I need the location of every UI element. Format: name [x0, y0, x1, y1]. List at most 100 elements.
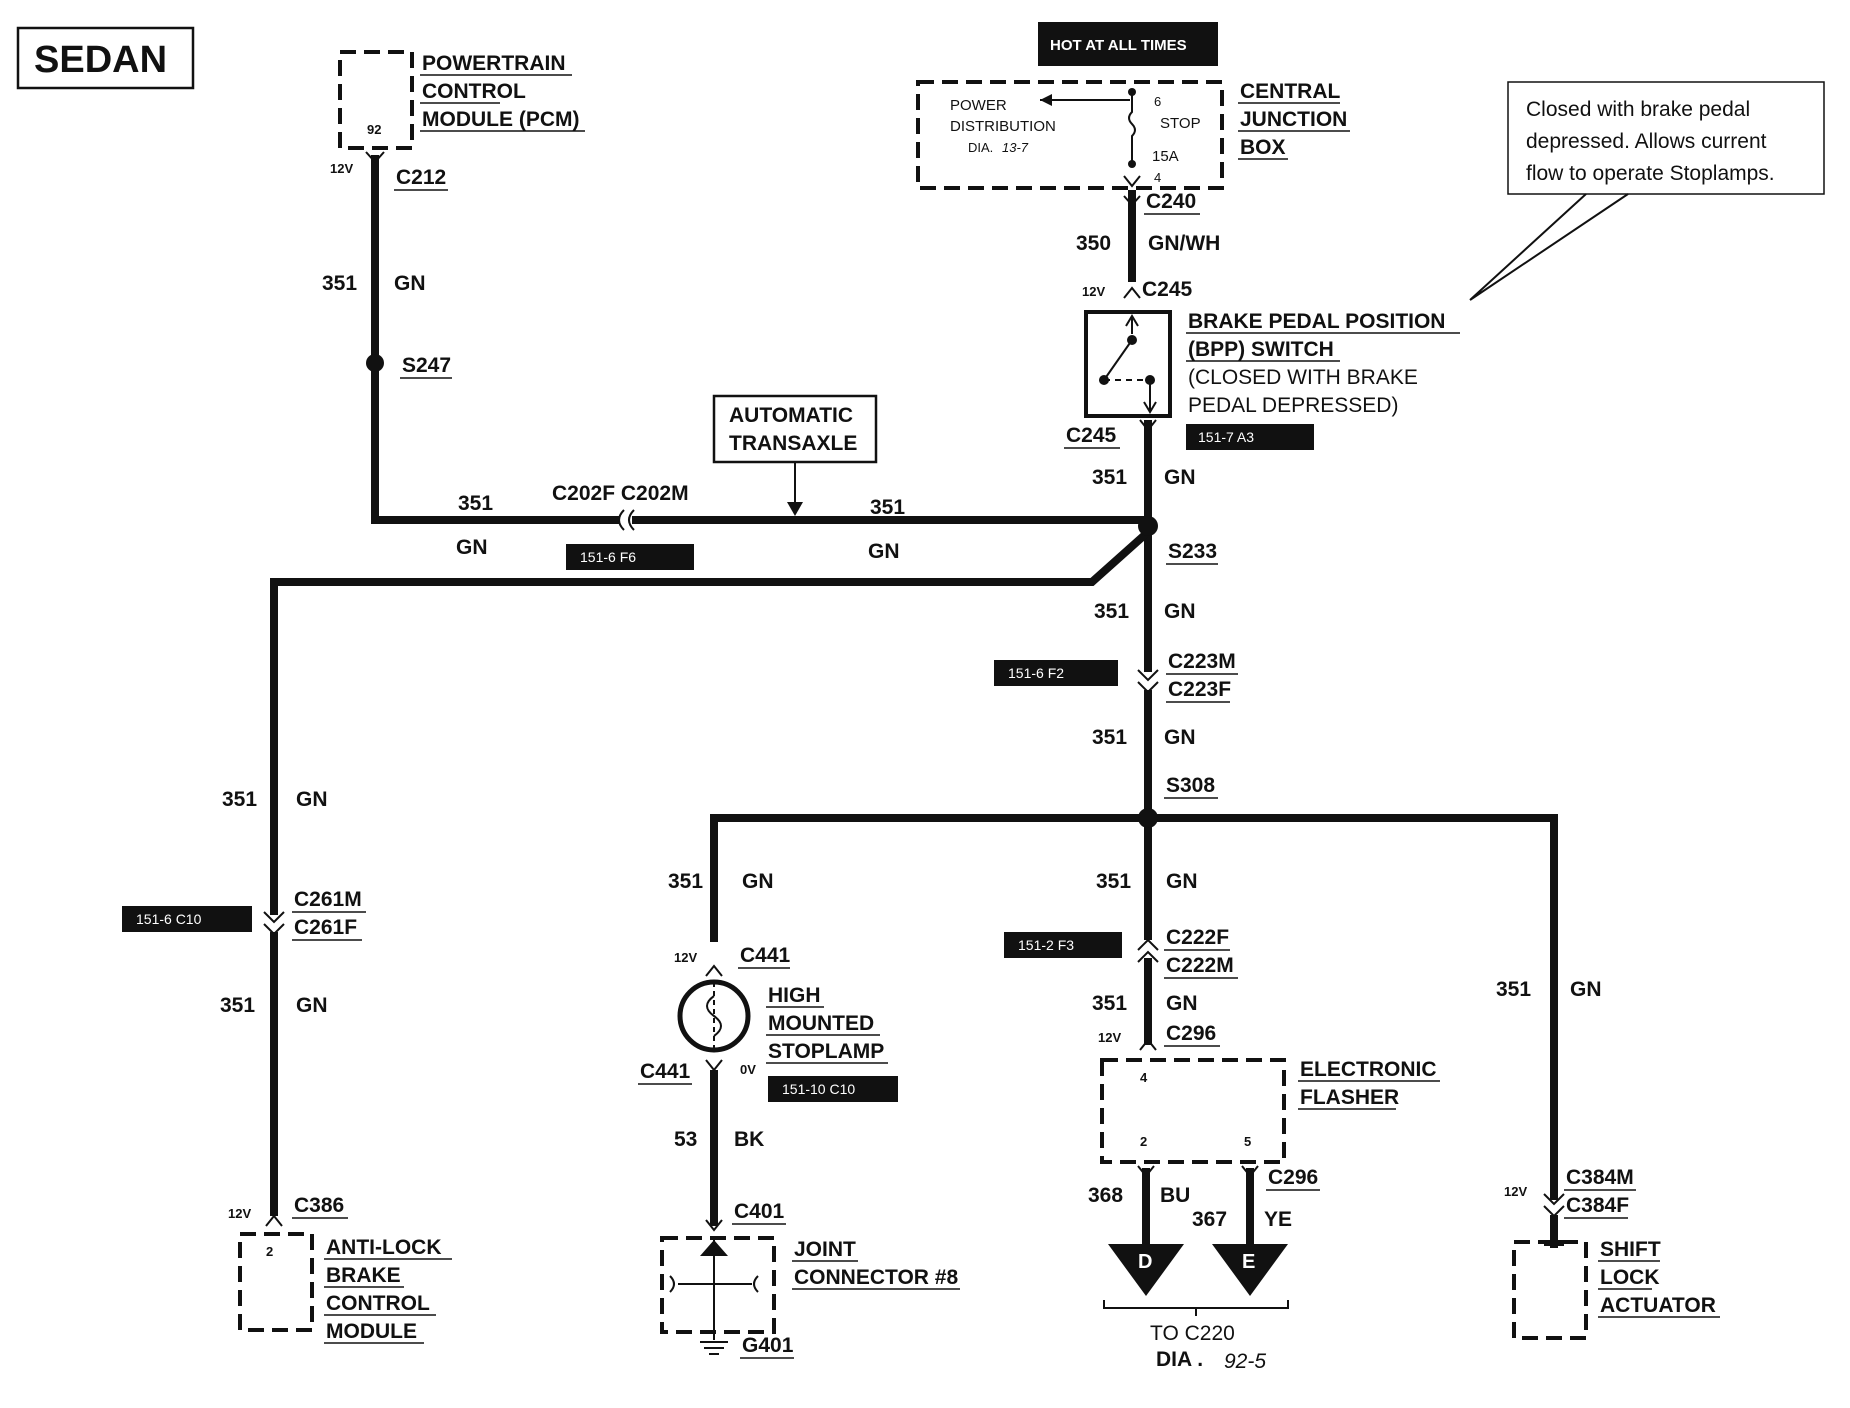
c222-ref: 151-2 F3	[1018, 937, 1074, 953]
pd-label-1: POWER	[950, 97, 1007, 114]
wire-368-color: BU	[1160, 1184, 1190, 1207]
abs-branch: 351 GN C261M C261F 151-6 C10 351 GN 12V …	[122, 788, 366, 1227]
cjb-stop: STOP	[1160, 115, 1201, 132]
pd-label-3: DIA.	[968, 140, 993, 155]
sla-circuit: 351	[1496, 978, 1531, 1001]
c245-top-connector-symbol	[1123, 286, 1141, 299]
auto-transaxle-label-2: TRANSAXLE	[729, 432, 857, 455]
abs-module: 2 ANTI-LOCK BRAKE CONTROL MODULE	[238, 1232, 452, 1344]
sedan-title: SEDAN	[34, 39, 167, 81]
jc-label-2: CONNECTOR #8	[794, 1266, 958, 1289]
wire-s233-color: GN	[1164, 600, 1196, 623]
sla-label-3: ACTUATOR	[1600, 1294, 1716, 1317]
to-dia-label: DIA .	[1156, 1348, 1203, 1371]
sla-volt: 12V	[1504, 1184, 1527, 1199]
wire-367-circuit: 367	[1192, 1208, 1227, 1231]
pcm-pin: 92	[367, 122, 381, 137]
wire-368-circuit: 368	[1088, 1184, 1123, 1207]
pcm-module: 92 POWERTRAIN CONTROL MODULE (PCM) 12V C…	[330, 50, 585, 191]
wire-pcm-351	[371, 155, 620, 524]
bpp-label-1: BRAKE PEDAL POSITION	[1188, 310, 1445, 333]
abs-color-2: GN	[296, 994, 328, 1017]
c261-ref: 151-6 C10	[136, 911, 202, 927]
sla-label-2: LOCK	[1600, 1266, 1660, 1289]
wire-350-circuit: 350	[1076, 232, 1111, 255]
abs-label-3: CONTROL	[326, 1292, 430, 1315]
hmsl-volt: 12V	[674, 950, 697, 965]
arrow-e-label: E	[1242, 1251, 1255, 1273]
hmsl-label-1: HIGH	[768, 984, 821, 1007]
flasher-color: GN	[1166, 870, 1198, 893]
abs-color: GN	[296, 788, 328, 811]
c296-bottom-label: C296	[1268, 1166, 1318, 1189]
pcm-label-1: POWERTRAIN	[422, 52, 566, 75]
c245-bottom-connector-symbol	[1139, 419, 1157, 432]
wire-350-color: GN/WH	[1148, 232, 1220, 255]
splice-s308-label: S308	[1166, 774, 1215, 797]
wire-abs-branch	[270, 529, 1151, 915]
hmsl-label-3: STOPLAMP	[768, 1040, 884, 1063]
wire-s308-bus	[710, 814, 1558, 1200]
c261f-label: C261F	[294, 916, 357, 939]
c296-volt: 12V	[1098, 1030, 1121, 1045]
g401-label: G401	[742, 1334, 794, 1357]
flasher-circuit: 351	[1096, 870, 1131, 893]
abs-label-1: ANTI-LOCK	[326, 1236, 441, 1259]
c245-top-label: C245	[1142, 278, 1193, 301]
c202-circuit-right: 351	[870, 496, 905, 519]
cjb-label-1: CENTRAL	[1240, 80, 1340, 103]
splice-s308-dot	[1138, 808, 1158, 828]
auto-transaxle-callout: AUTOMATIC TRANSAXLE	[712, 394, 878, 516]
c223-ref: 151-6 F2	[1008, 665, 1064, 681]
c441-top-label: C441	[740, 944, 791, 967]
central-junction-box: HOT AT ALL TIMES POWER DISTRIBUTION DIA.…	[916, 22, 1350, 190]
c223m-label: C223M	[1168, 650, 1236, 673]
wire-53-circuit: 53	[674, 1128, 697, 1151]
pcm-volt: 12V	[330, 161, 353, 176]
joint-connector-8: JOINT CONNECTOR #8 G401	[660, 1236, 960, 1359]
splice-s247-dot	[366, 354, 384, 372]
bpp-ref: 151-7 A3	[1198, 429, 1254, 445]
sla-color: GN	[1570, 978, 1602, 1001]
cjb-pin6: 6	[1154, 94, 1161, 109]
hmsl-ref: 151-10 C10	[782, 1081, 855, 1097]
splice-s233-label: S233	[1168, 540, 1217, 563]
pcm-label-2: CONTROL	[422, 80, 526, 103]
arrow-d-icon	[1108, 1244, 1184, 1296]
wire-s233-circuit: 351	[1094, 600, 1129, 623]
bpp-label-4: PEDAL DEPRESSED)	[1188, 394, 1398, 417]
pd-label-2: DISTRIBUTION	[950, 118, 1056, 135]
cjb-pin4: 4	[1154, 170, 1161, 185]
c202-label: C202F C202M	[552, 482, 689, 505]
c202-color-right: GN	[868, 540, 900, 563]
sedan-title-box: SEDAN	[16, 26, 195, 90]
flasher-labels: ELECTRONIC FLASHER	[1298, 1058, 1440, 1110]
flasher-color-2: GN	[1166, 992, 1198, 1015]
c223-connector: C223M C223F 151-6 F2	[994, 650, 1238, 703]
hot-at-all-times: HOT AT ALL TIMES	[1050, 37, 1187, 54]
shift-lock-branch: 351 GN 12V C384M C384F SHIFT LOCK ACTUAT…	[1496, 978, 1720, 1340]
abs-pin: 2	[266, 1244, 273, 1259]
note-callout: Closed with brake pedal depressed. Allow…	[1469, 81, 1825, 301]
pd-label-3b: 13-7	[1002, 140, 1029, 155]
note-line-1: Closed with brake pedal	[1526, 98, 1750, 121]
wire-pcm-circuit: 351	[322, 272, 357, 295]
c240-connector-symbol	[1123, 195, 1141, 207]
c386-volt: 12V	[228, 1206, 251, 1221]
abs-label-4: MODULE	[326, 1320, 417, 1343]
flasher-branch: 351 GN C222F C222M 151-2 F3 351 GN 12V C…	[1004, 870, 1320, 1373]
splice-s247-label: S247	[402, 354, 451, 377]
flasher-label-1: ELECTRONIC	[1300, 1058, 1437, 1081]
flasher-pin4: 4	[1140, 1070, 1148, 1085]
wire-pcm-color: GN	[394, 272, 426, 295]
c202-connector: C202F C202M 351 GN 351 GN 151-6 F6	[456, 482, 905, 570]
c222m-label: C222M	[1166, 954, 1234, 977]
c240-label: C240	[1146, 190, 1196, 213]
hmsl-color: GN	[742, 870, 774, 893]
note-line-2: depressed. Allows current	[1526, 130, 1767, 153]
hmsl-label-2: MOUNTED	[768, 1012, 874, 1035]
c441-bottom-label: C441	[640, 1060, 691, 1083]
bpp-label-3: (CLOSED WITH BRAKE	[1188, 366, 1418, 389]
hmsl-branch: 351 GN 12V C441 C441 0V 151-10 C10 53 BK…	[638, 870, 898, 1232]
c384f-label: C384F	[1566, 1194, 1629, 1217]
